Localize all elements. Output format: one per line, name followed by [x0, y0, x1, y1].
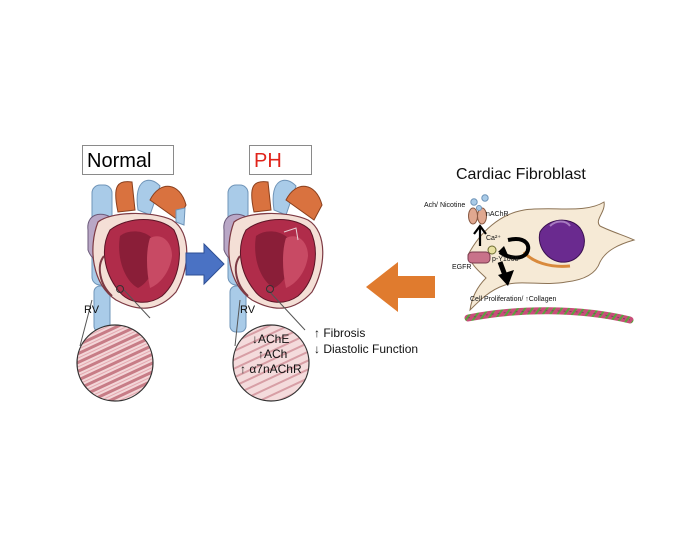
outcome-diastolic-function: ↓ Diastolic Function [314, 342, 419, 356]
ach-nicotine-label: Ach/ Nicotine [424, 202, 466, 209]
egfr-label: EGFR [452, 264, 472, 271]
collagen-fiber-strands [467, 310, 631, 321]
normal-heart-illustration [87, 179, 188, 333]
ph-title: PH [249, 145, 312, 175]
ph-zoom-line-right [267, 289, 306, 331]
fibroblast-cell-illustration [467, 194, 636, 312]
normal-title-text: Normal [87, 150, 152, 172]
outcome-fibrosis: ↑ Fibrosis [314, 326, 366, 340]
ph-title-text: PH [254, 150, 282, 172]
ph-change-ach: ↑ACh [258, 347, 288, 361]
ph-rv-label: RV [240, 304, 256, 316]
normal-title: Normal [82, 145, 174, 175]
ph-zoom-line-left [234, 299, 241, 347]
normal-rv-tissue-circle [76, 324, 154, 402]
ph-heart-illustration [223, 179, 324, 333]
transition-arrow-icon [185, 242, 225, 286]
normal-rv-label: RV [84, 304, 100, 316]
normal-zoom-line-left [79, 299, 93, 347]
ph-change-nachr: ↑ α7nAChR [240, 362, 302, 376]
proliferation-label: Cell Proliferation/ ↑Collagen [470, 296, 557, 303]
phospho-label: p-Y1068 [492, 256, 519, 263]
normal-sample-marker [116, 285, 124, 293]
normal-zoom-line-right [123, 289, 151, 319]
ph-change-ache: ↓AChE [252, 332, 290, 346]
fibroblast-title: Cardiac Fibroblast [456, 166, 586, 183]
nachr-label: nAChR [486, 211, 509, 218]
ph-sample-marker [266, 285, 274, 293]
ph-rv-tissue-circle [232, 324, 310, 402]
fibroblast-effect-arrow-icon [366, 262, 435, 312]
calcium-label: Ca²⁺ [486, 235, 501, 242]
